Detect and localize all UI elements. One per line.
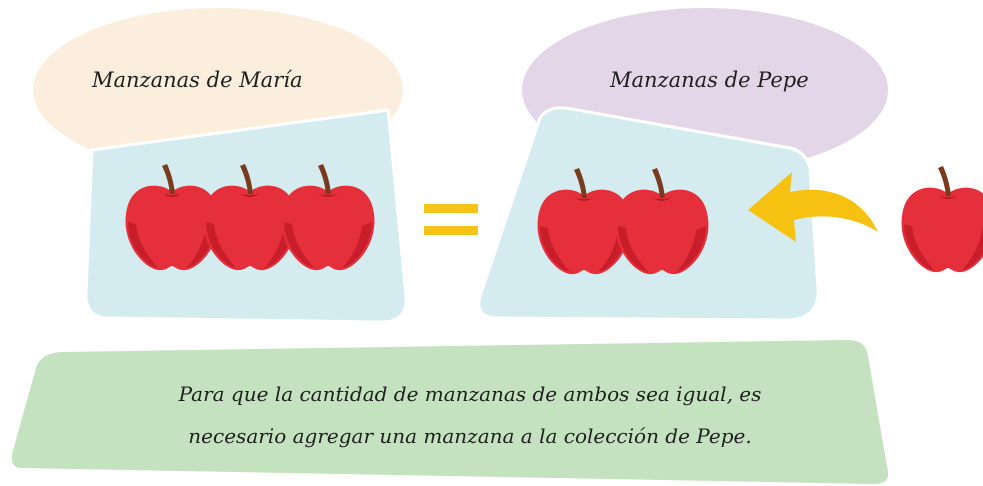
note-panel [11, 340, 889, 484]
curved-arrow-icon [748, 172, 878, 242]
equals-icon [424, 204, 478, 235]
note-line-1: Para que la cantidad de manzanas de ambo… [178, 382, 762, 406]
incoming-apple [901, 166, 983, 273]
maria-title: Manzanas de María [92, 68, 303, 92]
note-line-2: necesario agregar una manzana a la colec… [188, 424, 752, 448]
pepe-title: Manzanas de Pepe [610, 68, 809, 92]
apple-icon [901, 166, 983, 273]
